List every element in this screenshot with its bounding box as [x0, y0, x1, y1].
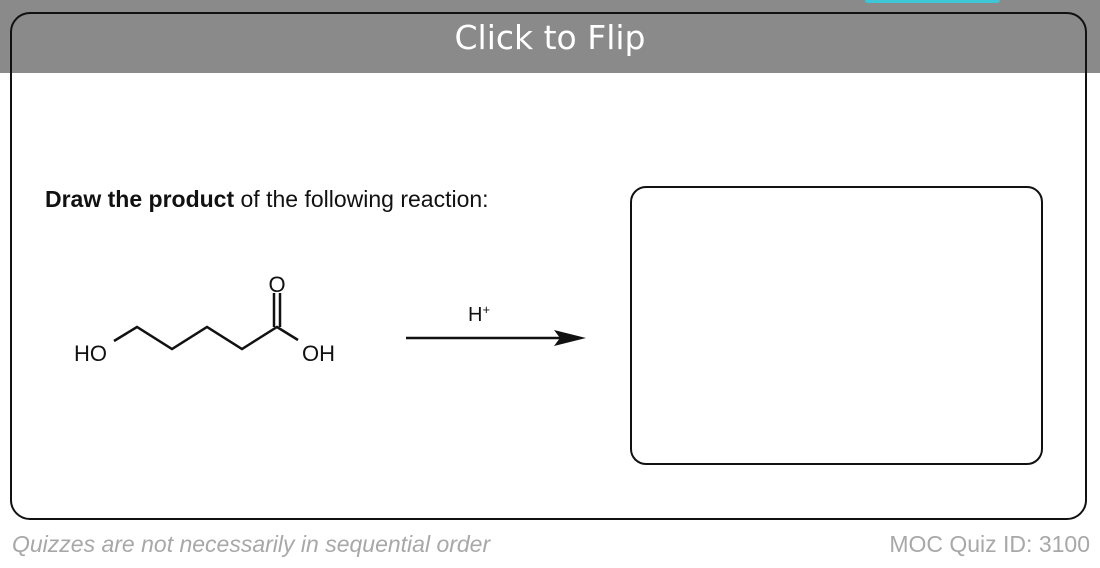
click-to-flip-button[interactable]: Click to Flip [454, 18, 646, 57]
quiz-id: MOC Quiz ID: 3100 [889, 531, 1090, 557]
question-text: Draw the product of the following reacti… [45, 186, 489, 213]
oh-label: OH [302, 341, 335, 366]
carbonyl-o-label: O [268, 272, 285, 297]
question-bold: Draw the product [45, 186, 235, 212]
sequence-note: Quizzes are not necessarily in sequentia… [12, 531, 491, 557]
flashcard[interactable] [10, 12, 1087, 520]
ho-label: HO [74, 341, 107, 366]
reagent-h: H [468, 304, 482, 326]
question-rest: of the following reaction: [234, 186, 489, 212]
carbon-chain [113, 325, 299, 351]
reaction-arrow-head [554, 330, 586, 346]
reagent-label: H+ [468, 302, 490, 326]
reactant-skeleton [113, 293, 299, 351]
answer-box[interactable] [630, 186, 1043, 465]
reagent-charge: + [482, 302, 490, 317]
tab-accent [865, 0, 1000, 3]
